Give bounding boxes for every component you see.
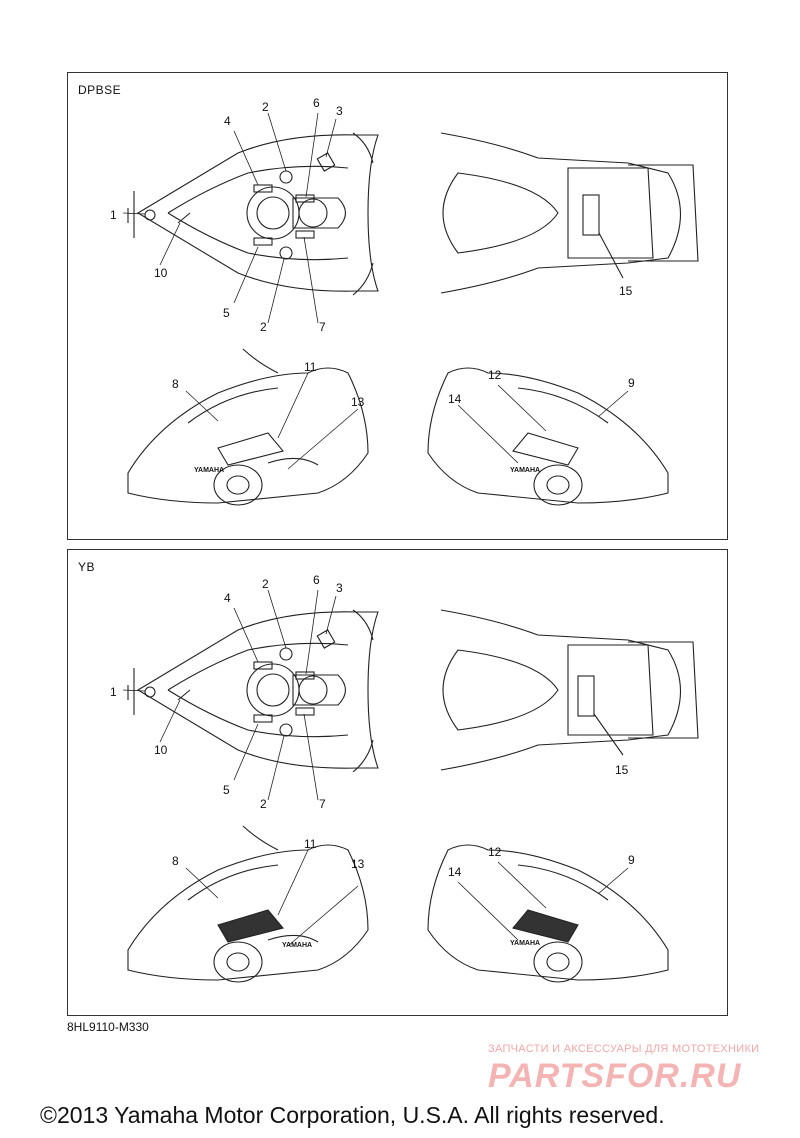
- callout-number: 8: [172, 854, 179, 868]
- callout-number: 12: [488, 368, 502, 382]
- yamaha-decal: YAMAHA: [282, 942, 313, 949]
- callout-number: 2: [260, 797, 267, 811]
- document-code: 8HL9110-M330: [67, 1020, 149, 1034]
- callout-number: 2: [262, 100, 269, 114]
- callout-number: 7: [319, 320, 326, 334]
- callout-number: 4: [224, 591, 231, 605]
- callout-number: 10: [154, 743, 168, 757]
- callout-number: 15: [615, 763, 629, 777]
- callout-number: 5: [223, 783, 230, 797]
- top-view-front: [127, 132, 379, 296]
- callout-number: 6: [313, 96, 320, 110]
- callout-number: 2: [262, 577, 269, 591]
- decal-illustration: [122, 112, 699, 506]
- callout-number: 14: [448, 865, 462, 879]
- decal-illustration: [122, 589, 699, 983]
- yamaha-decal: YAMAHA: [510, 940, 541, 947]
- callout-number: 15: [619, 284, 633, 298]
- yamaha-decal: YAMAHA: [194, 467, 225, 474]
- callout-number: 11: [304, 360, 317, 374]
- callout-number: 11: [304, 837, 317, 851]
- yamaha-decal: YAMAHA: [510, 467, 541, 474]
- callout-number: 7: [319, 797, 326, 811]
- callout-number: 9: [628, 376, 635, 390]
- callout-number: 5: [223, 306, 230, 320]
- callout-number: 3: [336, 581, 343, 595]
- watermark-tagline: ЗАПЧАСТИ И АКСЕССУАРЫ ДЛЯ МОТОТЕХНИКИ: [488, 1043, 760, 1055]
- top-view-rear: [440, 609, 699, 771]
- diagram-panel-yb: YB: [67, 549, 728, 1016]
- top-view-rear: [440, 132, 699, 294]
- top-view-front: [127, 609, 379, 773]
- callout-number: 14: [448, 392, 462, 406]
- callout-number: 8: [172, 377, 179, 391]
- callout-number: 10: [154, 266, 168, 280]
- callout-number: 3: [336, 104, 343, 118]
- panel-label: YB: [78, 560, 96, 574]
- diagram-panel-dpbse: DPBSE: [67, 72, 728, 540]
- callout-number: 1: [110, 208, 117, 222]
- side-view-right: [427, 844, 669, 983]
- callout-number: 4: [224, 114, 231, 128]
- callout-number: 2: [260, 320, 267, 334]
- panel-label: DPBSE: [78, 83, 122, 97]
- callout-number: 9: [628, 853, 635, 867]
- side-view-left: [127, 825, 369, 983]
- callout-number: 6: [313, 573, 320, 587]
- callout-number: 13: [351, 395, 365, 409]
- callout-number: 13: [351, 857, 365, 871]
- callout-number: 12: [488, 845, 502, 859]
- watermark-logo: PARTSFOR.RU: [488, 1057, 742, 1095]
- side-view-left: [127, 348, 369, 506]
- callout-number: 1: [110, 685, 117, 699]
- copyright-notice: ©2013 Yamaha Motor Corporation, U.S.A. A…: [40, 1102, 665, 1128]
- side-view-right: [427, 367, 669, 506]
